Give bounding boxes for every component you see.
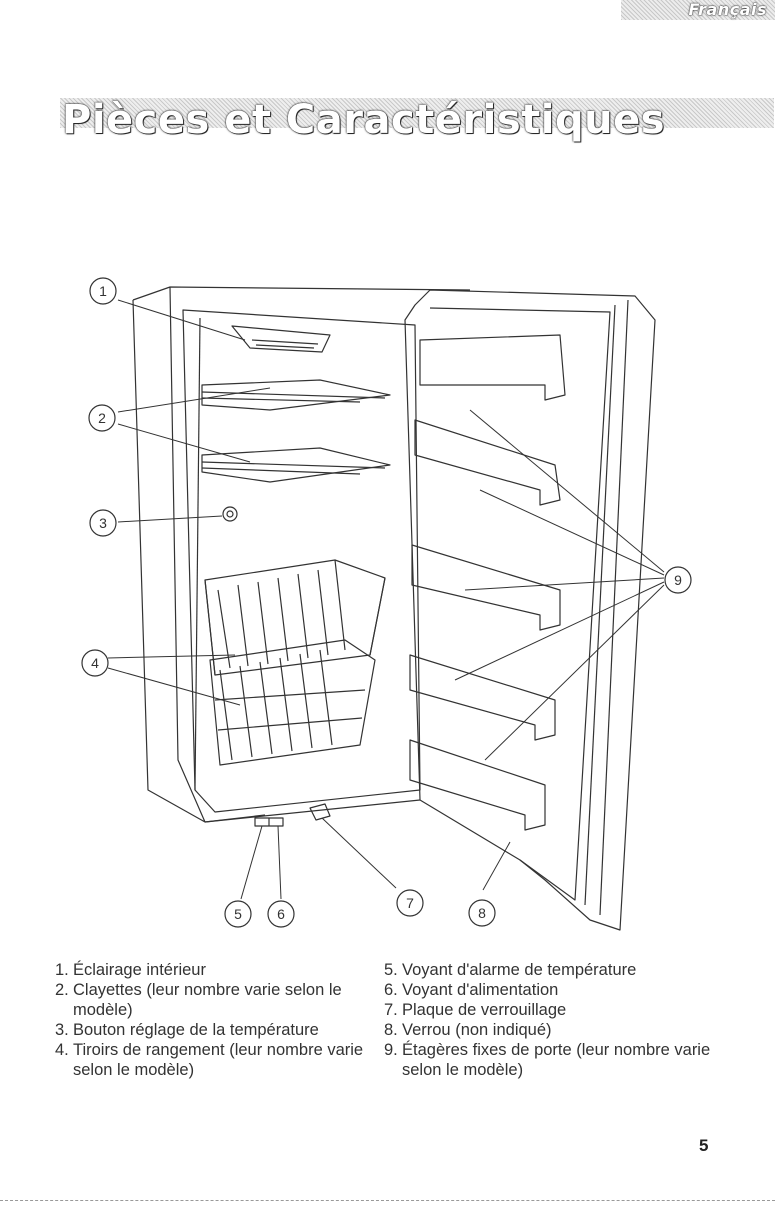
door-bin-3	[411, 544, 561, 631]
page-title: Pièces et Caractéristiques	[62, 97, 666, 143]
callout-1: 1	[99, 283, 107, 299]
door-outline	[404, 289, 656, 931]
lock-plate-shape	[309, 803, 331, 821]
legend-item: 4.Tiroirs de rangement (leur nombre vari…	[55, 1041, 364, 1079]
basket-lower	[209, 639, 376, 766]
legend-item: 9.Étagères fixes de porte (leur nombre v…	[384, 1041, 711, 1079]
shelf-top	[201, 379, 391, 411]
cabinet-outline	[132, 286, 471, 823]
callout-2: 2	[98, 410, 106, 426]
basket-upper	[204, 559, 386, 676]
door-bin-1	[419, 334, 566, 401]
legend-left: 1.Éclairage intérieur 2.Clayettes (leur …	[55, 960, 385, 1080]
door-bin-4	[409, 654, 556, 741]
legend-item: 8.Verrou (non indiqué)	[384, 1021, 552, 1039]
bottom-rule	[0, 1200, 775, 1201]
cabinet-inner-liner	[182, 309, 421, 813]
legend-item: 5.Voyant d'alarme de température	[384, 961, 637, 979]
legend-right: 5.Voyant d'alarme de température 6.Voyan…	[384, 960, 714, 1080]
callout-5: 5	[234, 906, 242, 922]
legend-item: 6.Voyant d'alimentation	[384, 981, 559, 999]
legend-item: 3.Bouton réglage de la température	[55, 1021, 319, 1039]
title-band	[60, 98, 774, 128]
door-bin-5	[409, 739, 546, 831]
shelf-bottom	[201, 447, 391, 483]
legend-item: 7.Plaque de verrouillage	[384, 1001, 567, 1019]
language-label: Français	[688, 0, 767, 19]
page-number: 5	[699, 1136, 709, 1155]
callout-8: 8	[478, 905, 486, 921]
legend-item: 2.Clayettes (leur nombre varie selon le …	[55, 981, 342, 1019]
callout-7: 7	[406, 895, 414, 911]
language-tab: Français	[621, 0, 775, 20]
callout-6: 6	[277, 906, 285, 922]
door-bin-2	[414, 419, 561, 506]
callout-3: 3	[99, 515, 107, 531]
legend-item: 1.Éclairage intérieur	[55, 961, 206, 979]
callout-4: 4	[91, 655, 99, 671]
callout-9: 9	[674, 572, 682, 588]
freezer-diagram: 1 2 3 4 5 6 7 8 9	[81, 277, 692, 931]
interior-light-shape	[231, 325, 331, 353]
thermostat-knob	[222, 506, 238, 522]
